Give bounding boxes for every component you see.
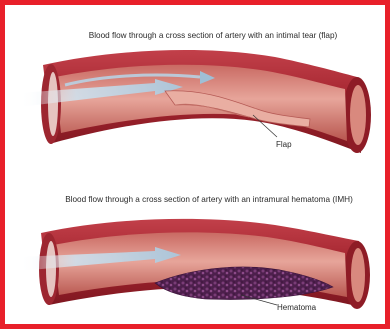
artery-illustrations	[5, 5, 385, 324]
diagram-frame: Blood flow through a cross section of ar…	[5, 5, 385, 324]
flap-label: Flap	[276, 140, 292, 149]
artery-with-flap	[19, 50, 371, 153]
artery-with-hematoma	[19, 219, 370, 309]
hematoma-label: Hematoma	[277, 303, 316, 312]
